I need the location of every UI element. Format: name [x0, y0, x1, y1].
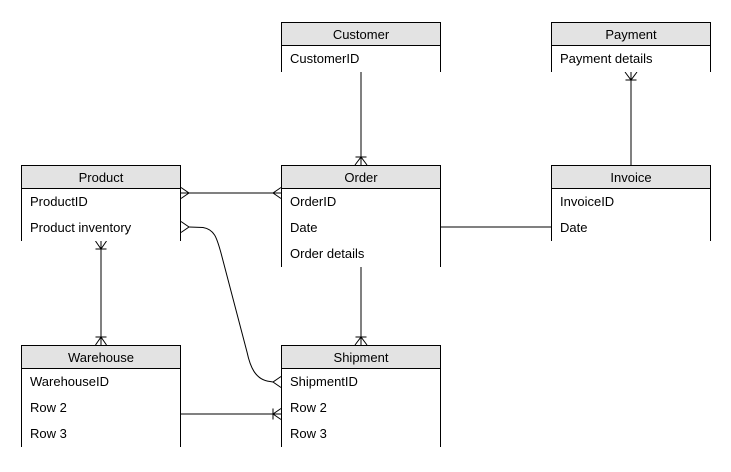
- entity-warehouse-row[interactable]: WarehouseID: [22, 369, 180, 395]
- entity-invoice-row[interactable]: Date: [552, 215, 710, 241]
- connector-customer-order[interactable]: [354, 72, 368, 166]
- entity-order-title[interactable]: Order: [282, 166, 440, 189]
- entity-order-row[interactable]: Order details: [282, 241, 440, 267]
- connector-order-shipment[interactable]: [354, 267, 368, 346]
- entity-customer-row[interactable]: CustomerID: [282, 46, 440, 72]
- crowfoot-many-icon: [272, 376, 282, 388]
- entity-product[interactable]: Product ProductID Product inventory: [21, 165, 181, 241]
- entity-payment-title[interactable]: Payment: [552, 23, 710, 46]
- entity-invoice[interactable]: Invoice InvoiceID Date: [551, 165, 711, 241]
- connector-product-shipment[interactable]: [180, 221, 282, 388]
- entity-shipment-title[interactable]: Shipment: [282, 346, 440, 369]
- entity-shipment-row[interactable]: Row 3: [282, 421, 440, 447]
- entity-shipment-row[interactable]: ShipmentID: [282, 369, 440, 395]
- entity-warehouse[interactable]: Warehouse WarehouseID Row 2 Row 3: [21, 345, 181, 447]
- entity-shipment[interactable]: Shipment ShipmentID Row 2 Row 3: [281, 345, 441, 447]
- crowfoot-many-icon: [180, 221, 190, 233]
- crowfoot-many-icon: [272, 187, 282, 199]
- entity-product-row[interactable]: Product inventory: [22, 215, 180, 241]
- entity-order-row[interactable]: OrderID: [282, 189, 440, 215]
- entity-customer-title[interactable]: Customer: [282, 23, 440, 46]
- entity-warehouse-row[interactable]: Row 3: [22, 421, 180, 447]
- entity-payment-row[interactable]: Payment details: [552, 46, 710, 72]
- entity-order[interactable]: Order OrderID Date Order details: [281, 165, 441, 267]
- connector-line: [188, 226, 274, 383]
- entity-order-row[interactable]: Date: [282, 215, 440, 241]
- entity-product-title[interactable]: Product: [22, 166, 180, 189]
- entity-shipment-row[interactable]: Row 2: [282, 395, 440, 421]
- entity-payment[interactable]: Payment Payment details: [551, 22, 711, 72]
- connector-product-order[interactable]: [180, 187, 282, 199]
- connector-product-warehouse[interactable]: [95, 240, 107, 346]
- entity-product-row[interactable]: ProductID: [22, 189, 180, 215]
- entity-invoice-row[interactable]: InvoiceID: [552, 189, 710, 215]
- connector-warehouse-shipment[interactable]: [181, 408, 282, 420]
- entity-warehouse-title[interactable]: Warehouse: [22, 346, 180, 369]
- connector-invoice-payment[interactable]: [624, 71, 638, 165]
- crowfoot-many-icon: [180, 187, 190, 199]
- entity-invoice-title[interactable]: Invoice: [552, 166, 710, 189]
- entity-warehouse-row[interactable]: Row 2: [22, 395, 180, 421]
- entity-customer[interactable]: Customer CustomerID: [281, 22, 441, 72]
